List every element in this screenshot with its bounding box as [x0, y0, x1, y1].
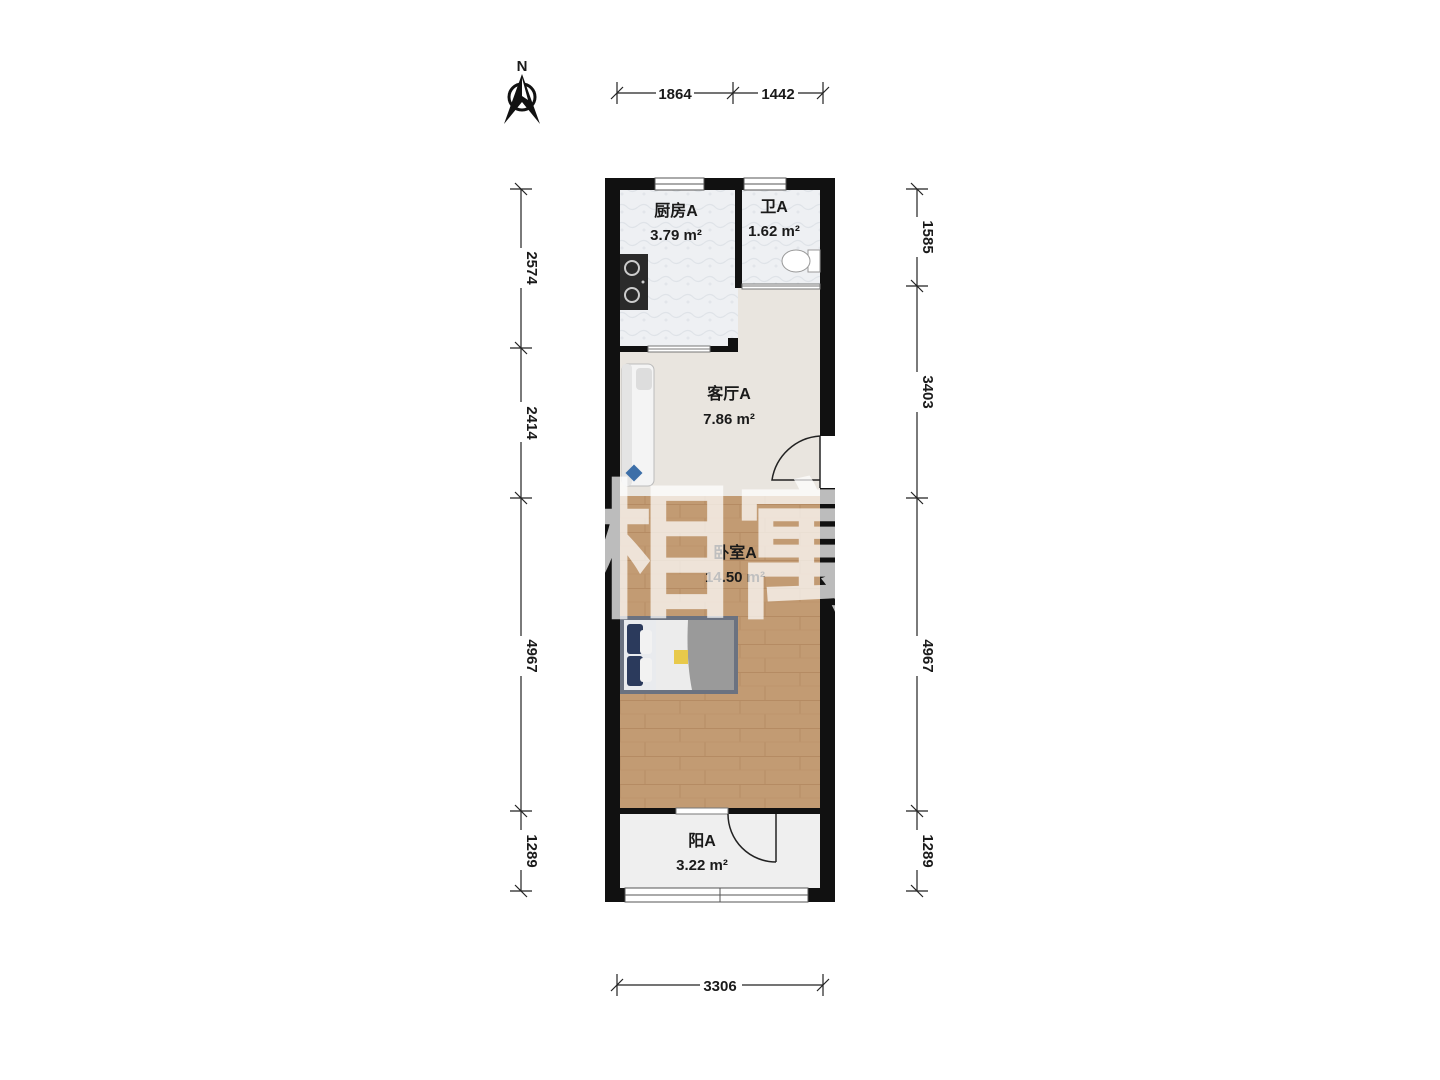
- entry-door: [771, 435, 821, 488]
- dimension-bottom: 3306: [610, 974, 830, 996]
- dim-top-1: 1864: [658, 86, 692, 103]
- balcony-door: [727, 813, 777, 863]
- balcony-floor: [620, 814, 820, 888]
- dim-right-1: 1585: [919, 220, 936, 253]
- dim-left-3: 4967: [523, 639, 540, 672]
- dim-right-3: 4967: [919, 639, 936, 672]
- bathroom-name: 卫A: [760, 199, 788, 216]
- dim-left-4: 1289: [523, 834, 540, 867]
- dimension-left: 2574 2414 4967 1289: [510, 182, 540, 898]
- toilet-icon: [781, 249, 821, 273]
- north-arrow-icon: N: [504, 58, 540, 124]
- living-name: 客厅A: [707, 384, 751, 403]
- kitchen-name: 厨房A: [654, 201, 698, 220]
- bedroom-name: 卧室A: [713, 543, 757, 562]
- sliding-door-bathroom: [741, 283, 821, 290]
- dimension-top: 1864 1442: [610, 82, 830, 104]
- living-area: 7.86 m²: [703, 411, 755, 428]
- north-label: N: [517, 58, 528, 75]
- bed-icon: [620, 616, 738, 694]
- window-balcony: [624, 887, 809, 903]
- dim-left-1: 2574: [523, 251, 540, 285]
- living-floor: [620, 288, 820, 496]
- dim-bottom-1: 3306: [703, 978, 736, 995]
- dimension-right: 1585 3403 4967 1289: [906, 182, 936, 898]
- window-kitchen: [654, 177, 705, 191]
- bedroom-area: 14.50 m²: [705, 569, 765, 586]
- bathroom-area: 1.62 m²: [748, 223, 800, 240]
- sliding-door-kitchen: [647, 345, 711, 353]
- walls: [605, 178, 835, 902]
- stove-icon: [620, 254, 648, 310]
- balcony-name: 阳A: [688, 832, 716, 850]
- balcony-door-frame: [675, 807, 729, 815]
- window-bathroom: [743, 177, 787, 191]
- balcony-area: 3.22 m²: [676, 857, 728, 874]
- dim-right-4: 1289: [919, 834, 936, 867]
- dim-left-2: 2414: [523, 406, 540, 440]
- dim-right-2: 3403: [919, 375, 936, 408]
- sofa-icon: [621, 363, 655, 487]
- kitchen-area: 3.79 m²: [650, 227, 702, 244]
- watermark-logo: 相寓: [582, 467, 882, 641]
- dim-top-2: 1442: [761, 86, 794, 103]
